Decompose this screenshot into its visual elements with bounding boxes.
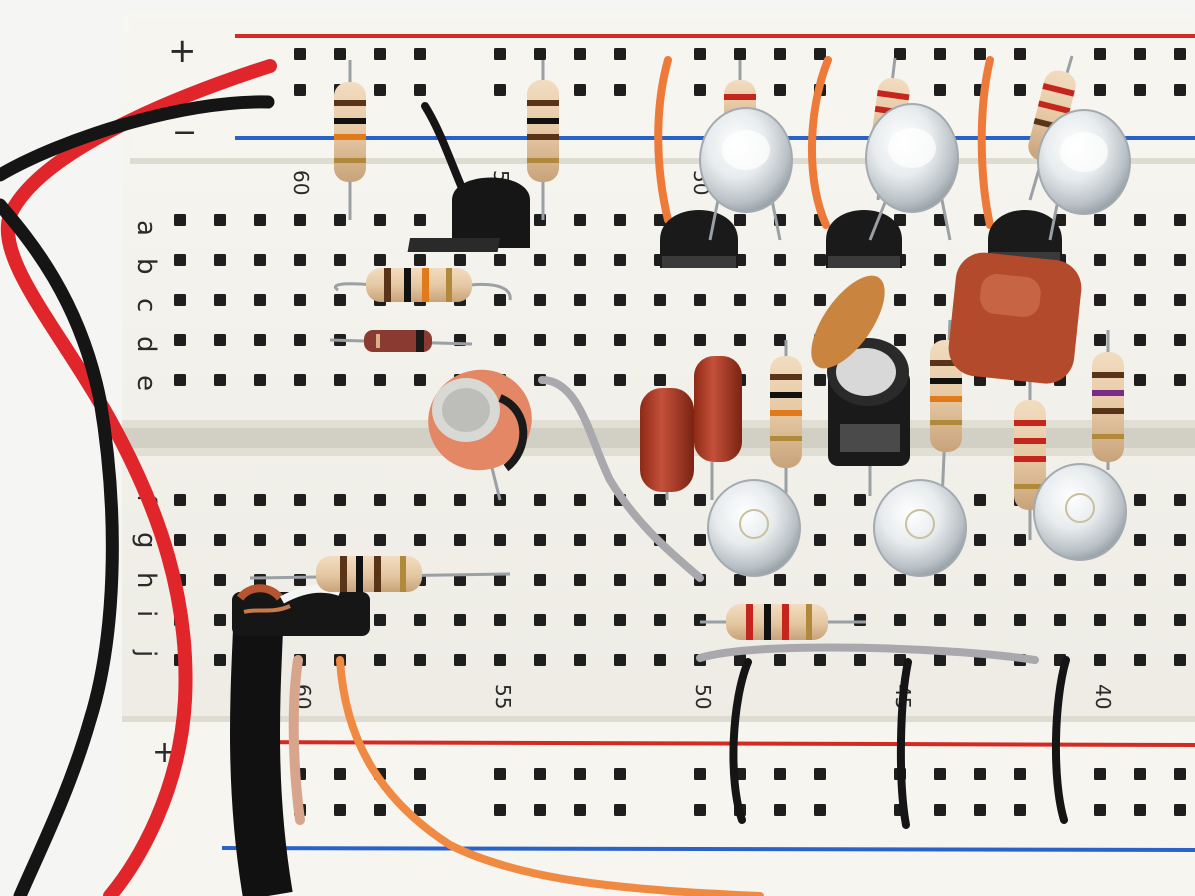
svg-text:b: b xyxy=(131,258,161,275)
black-loop-2 xyxy=(896,658,912,829)
svg-text:40: 40 xyxy=(1091,684,1115,709)
svg-text:d: d xyxy=(131,336,161,353)
film-capacitor-1 xyxy=(640,388,694,500)
resistor-vertical-8 xyxy=(1014,380,1046,540)
svg-text:e: e xyxy=(131,375,161,391)
svg-text:i: i xyxy=(131,610,161,617)
transistor-3 xyxy=(826,210,902,268)
cable-end-wires xyxy=(232,584,370,636)
red-power-wire xyxy=(0,59,277,896)
orange-jumper-1 xyxy=(654,56,672,224)
led-bottom-3 xyxy=(1033,463,1127,561)
orange-wire-bottom xyxy=(336,656,764,896)
led-bottom-2 xyxy=(873,479,967,577)
film-capacitor-2 xyxy=(694,356,742,500)
led-top-3 xyxy=(1037,109,1131,241)
transistor-1 xyxy=(407,177,530,252)
top-plus-sign: + xyxy=(168,31,197,71)
led-top-2 xyxy=(865,103,959,241)
svg-text:j: j xyxy=(131,649,161,657)
electrolytic-capacitor-orange xyxy=(428,369,532,501)
resistor-vertical-9 xyxy=(1092,330,1124,470)
led-bottom-1 xyxy=(707,479,801,577)
black-loop-3 xyxy=(1051,656,1070,824)
svg-text:55: 55 xyxy=(491,684,515,709)
box-capacitor xyxy=(948,252,1082,384)
black-ground-wire xyxy=(0,95,275,896)
black-cable xyxy=(230,628,293,896)
svg-text:h: h xyxy=(131,572,161,588)
resistor-vertical-2 xyxy=(527,60,559,220)
ceramic-capacitor xyxy=(811,275,885,369)
resistor-vertical-6 xyxy=(770,340,802,500)
resistor-vertical-1 xyxy=(334,60,366,220)
resistor-horizontal-2 xyxy=(249,556,511,592)
svg-text:c: c xyxy=(131,298,161,312)
copper-wire xyxy=(288,655,305,825)
transistor-2 xyxy=(660,210,738,268)
svg-text:g: g xyxy=(131,532,161,549)
svg-text:a: a xyxy=(131,220,161,236)
bottom-positive-rail-line xyxy=(229,740,1195,747)
led-top-1 xyxy=(699,107,793,241)
resistor-horizontal-1 xyxy=(333,268,512,302)
bottom-negative-rail-line xyxy=(221,846,1195,852)
row-letters-top: a b c d e xyxy=(131,220,161,391)
resistor-vertical-7 xyxy=(930,319,962,501)
orange-jumper-2 xyxy=(808,56,832,229)
svg-text:60: 60 xyxy=(289,170,313,195)
orange-jumper-3 xyxy=(977,56,994,229)
top-minus-sign: − xyxy=(172,115,197,150)
svg-text:50: 50 xyxy=(691,684,715,709)
black-jumper-top xyxy=(421,102,466,192)
resistor-horizontal-3 xyxy=(700,604,866,640)
black-loop-1 xyxy=(729,658,752,824)
grey-wire-diagonal xyxy=(538,376,704,582)
diode xyxy=(329,330,473,352)
grey-wire-horizontal xyxy=(696,643,1039,664)
